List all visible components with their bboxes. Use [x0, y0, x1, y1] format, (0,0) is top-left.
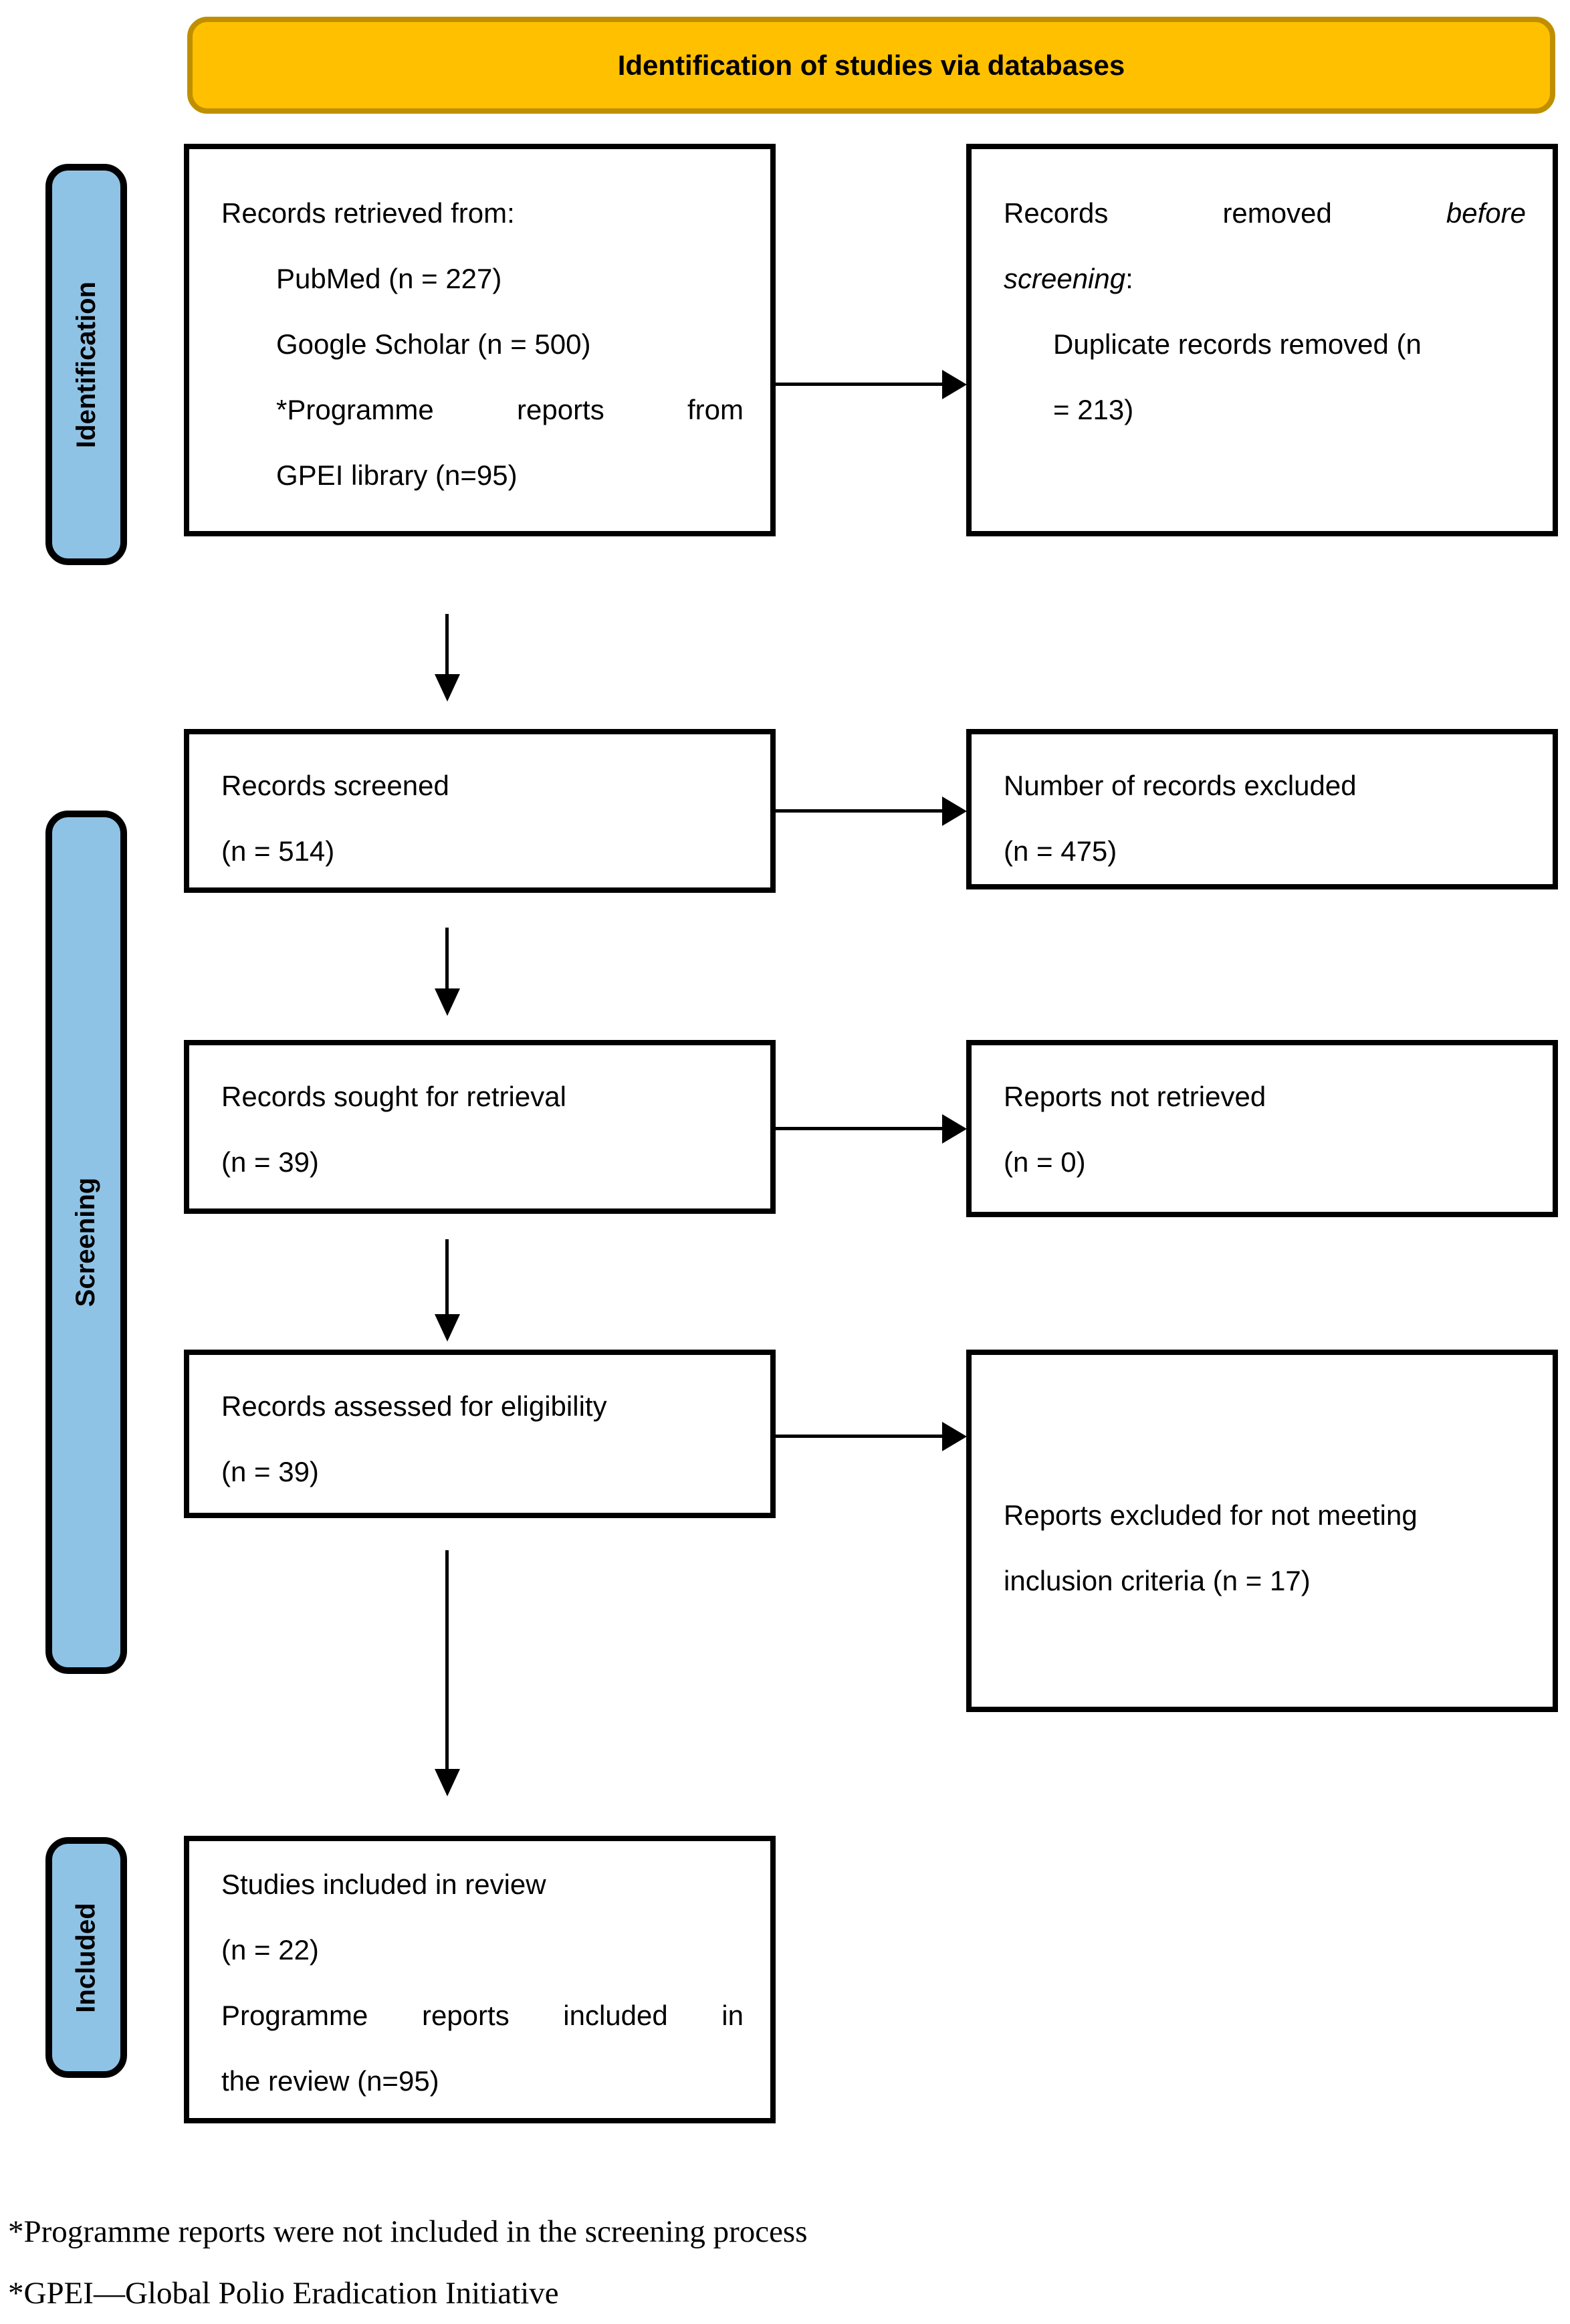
- box-records-sought: Records sought for retrieval (n = 39): [184, 1040, 776, 1214]
- records-assessed-count: (n = 39): [221, 1456, 319, 1487]
- box-reports-excluded-criteria: Reports excluded for not meeting inclusi…: [966, 1350, 1558, 1712]
- box-records-excluded: Number of records excluded (n = 475): [966, 729, 1558, 889]
- records-removed-before-italic: before: [1446, 197, 1527, 229]
- arrow-right-row2-head-icon: [942, 797, 967, 826]
- records-removed-text: Records removed: [1004, 197, 1332, 229]
- box-records-removed-before-screening: Records removed before screening: Duplic…: [966, 144, 1558, 536]
- records-removed-line2: screening:: [1004, 246, 1526, 312]
- programme-reports-included-line1: Programme reports included in: [221, 2000, 744, 2031]
- stage-bar-included: Included: [45, 1837, 127, 2078]
- arrow-down-1-head-icon: [435, 674, 460, 702]
- records-retrieved-title: Records retrieved from:: [221, 197, 515, 229]
- footnote-programme-reports: *Programme reports were not included in …: [8, 2214, 808, 2249]
- box-records-screened: Records screened (n = 514): [184, 729, 776, 893]
- records-retrieved-pubmed: PubMed (n = 227): [276, 263, 502, 294]
- arrow-down-4-line: [445, 1550, 449, 1769]
- arrow-down-4-head-icon: [435, 1769, 460, 1796]
- banner-title: Identification of studies via databases: [617, 49, 1125, 81]
- arrow-right-row4-line: [776, 1435, 943, 1438]
- duplicate-records-count: = 213): [1053, 394, 1134, 425]
- records-sought-label: Records sought for retrieval: [221, 1081, 566, 1112]
- programme-reports-included-line2: the review (n=95): [221, 2065, 439, 2097]
- stage-bar-identification: Identification: [45, 164, 127, 565]
- arrow-right-row2-line: [776, 809, 943, 813]
- arrow-down-3-line: [445, 1239, 449, 1314]
- arrow-down-2-line: [445, 928, 449, 988]
- reports-not-retrieved-label: Reports not retrieved: [1004, 1081, 1266, 1112]
- reports-excluded-line2: inclusion criteria (n = 17): [1004, 1565, 1311, 1596]
- records-sought-count: (n = 39): [221, 1146, 319, 1178]
- arrow-right-row3-head-icon: [942, 1114, 967, 1144]
- stage-label-identification: Identification: [71, 281, 101, 448]
- arrow-right-row1-head-icon: [942, 370, 967, 399]
- box-records-assessed: Records assessed for eligibility (n = 39…: [184, 1350, 776, 1518]
- records-retrieved-gpei-library: GPEI library (n=95): [276, 459, 518, 491]
- records-retrieved-google-scholar: Google Scholar (n = 500): [276, 328, 591, 360]
- footnote-gpei: *GPEI—Global Polio Eradication Initiativ…: [8, 2276, 559, 2311]
- reports-not-retrieved-count: (n = 0): [1004, 1146, 1086, 1178]
- records-retrieved-programme-reports: *Programme reports from: [276, 394, 744, 425]
- box-studies-included: Studies included in review (n = 22) Prog…: [184, 1836, 776, 2123]
- records-excluded-count: (n = 475): [1004, 835, 1117, 867]
- records-screened-label: Records screened: [221, 770, 449, 801]
- box-reports-not-retrieved: Reports not retrieved (n = 0): [966, 1040, 1558, 1217]
- stage-label-screening: Screening: [71, 1177, 101, 1307]
- arrow-down-1-line: [445, 614, 449, 674]
- arrow-right-row1-line: [776, 383, 943, 386]
- records-assessed-label: Records assessed for eligibility: [221, 1390, 607, 1422]
- records-excluded-label: Number of records excluded: [1004, 770, 1357, 801]
- screening-italic: screening: [1004, 263, 1126, 294]
- studies-included-count: (n = 22): [221, 1934, 319, 1966]
- records-removed-line1: Records removed before: [1004, 181, 1526, 246]
- arrow-down-2-head-icon: [435, 988, 460, 1016]
- arrow-right-row4-head-icon: [942, 1422, 967, 1451]
- arrow-down-3-head-icon: [435, 1314, 460, 1342]
- stage-bar-screening: Screening: [45, 811, 127, 1674]
- banner-identification-via-databases: Identification of studies via databases: [187, 17, 1555, 114]
- reports-excluded-line1: Reports excluded for not meeting: [1004, 1499, 1418, 1531]
- arrow-right-row3-line: [776, 1127, 943, 1130]
- box-records-retrieved: Records retrieved from: PubMed (n = 227)…: [184, 144, 776, 536]
- footnotes: *Programme reports were not included in …: [8, 2201, 1559, 2324]
- studies-included-label: Studies included in review: [221, 1869, 546, 1900]
- stage-label-included: Included: [71, 1902, 101, 2013]
- duplicate-records-removed: Duplicate records removed (n: [1053, 328, 1422, 360]
- screening-colon: :: [1125, 263, 1133, 294]
- records-screened-count: (n = 514): [221, 835, 335, 867]
